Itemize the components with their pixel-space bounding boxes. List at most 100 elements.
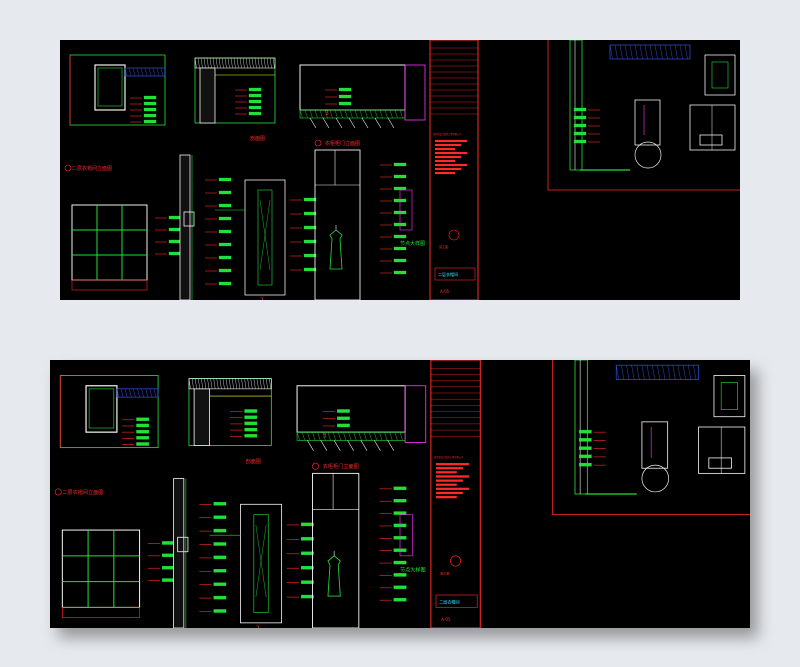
- hanger-line: [373, 440, 381, 451]
- hatch-line: [251, 57, 254, 69]
- hatch-line: [688, 365, 692, 380]
- hanger-line: [309, 117, 317, 129]
- annotation-tag: [393, 560, 407, 565]
- cabinet-elevation: [61, 529, 141, 608]
- annotation-tag: [143, 95, 157, 100]
- hatch-line: [244, 378, 247, 389]
- detail-callout-circle: [641, 464, 670, 493]
- hatch-line: [248, 57, 251, 69]
- hatch-line: [354, 109, 358, 119]
- hatch-line: [269, 378, 272, 389]
- hatch-line: [659, 44, 663, 60]
- hanger-line: [361, 117, 369, 129]
- note-text-line: [434, 139, 468, 143]
- hatch-line: [317, 432, 321, 441]
- hatch-line: [368, 432, 372, 441]
- hatch-line: [334, 109, 338, 119]
- hatch-line: [672, 365, 676, 380]
- hatch-line: [307, 432, 311, 441]
- detail-number: 2: [256, 625, 260, 628]
- hatch-line: [358, 432, 362, 441]
- annotation-tag: [573, 107, 587, 112]
- annotation-tag: [143, 107, 157, 112]
- hatch-line: [302, 432, 305, 441]
- hatch-line: [228, 378, 231, 389]
- annotation-tag: [136, 429, 149, 434]
- annotation-tag: [393, 585, 407, 589]
- annotation-tag: [248, 99, 262, 104]
- hatch-line: [156, 67, 160, 77]
- annotation-tag: [244, 421, 258, 426]
- annotation-tag: [213, 595, 227, 600]
- note-text-line: [435, 491, 463, 495]
- hatch-line: [206, 57, 209, 69]
- annotation-tag: [303, 239, 317, 244]
- garment-outline: [329, 229, 343, 270]
- annotation-tag: [303, 211, 317, 216]
- hatch-line: [124, 388, 128, 398]
- annotation-tag: [248, 93, 262, 98]
- wardrobe-elevation: [314, 149, 361, 300]
- drawing-caption: 二层衣帽间立面图: [72, 165, 112, 172]
- window-frame: [94, 64, 126, 111]
- annotation-tag: [168, 251, 182, 256]
- annotation-tag: [301, 594, 314, 599]
- detail-callout-circle: [634, 141, 662, 169]
- window-detail: [704, 54, 736, 96]
- annotation-tag: [244, 427, 258, 432]
- annotation-tag: [136, 442, 149, 446]
- hatch-line: [204, 378, 207, 389]
- hatch-line: [684, 44, 688, 60]
- hatch-line: [230, 57, 233, 69]
- annotation-tag: [578, 438, 592, 442]
- annotation-tag: [573, 131, 587, 136]
- annotation-tag: [578, 429, 592, 434]
- annotation-tag: [573, 123, 587, 128]
- door-panel: [257, 189, 273, 286]
- annotation-tag: [248, 87, 262, 92]
- wall-section: [193, 388, 210, 446]
- hatch-line: [669, 44, 673, 60]
- door-panel: [253, 514, 269, 613]
- hatch-line: [693, 365, 697, 380]
- hatch-line: [152, 67, 156, 77]
- hatch-line: [309, 109, 313, 119]
- note-text-line: [434, 163, 468, 167]
- annotation-tag: [393, 573, 407, 577]
- panel-detail: [634, 99, 661, 146]
- hatch-line: [363, 432, 367, 441]
- note-text-line: [434, 147, 456, 151]
- hatch-line: [141, 388, 144, 398]
- annotation-tag: [578, 462, 592, 467]
- hatch-line: [194, 57, 197, 69]
- bracket: [177, 536, 189, 553]
- annotation-tag: [213, 569, 227, 573]
- side-detail: [399, 189, 413, 231]
- hatch-line: [140, 67, 144, 77]
- hanger-line: [335, 117, 343, 129]
- hatch-line: [188, 378, 191, 389]
- hatch-line: [348, 432, 352, 441]
- annotation-tag: [393, 258, 407, 263]
- annotation-tag: [338, 94, 352, 99]
- detail-number: 2: [260, 297, 264, 300]
- window-pane: [97, 67, 123, 107]
- hatch-line: [314, 109, 318, 119]
- hatch-line: [207, 378, 210, 389]
- hatch-line: [242, 57, 245, 69]
- hatch-line: [212, 57, 215, 69]
- hatch-band: [116, 388, 159, 398]
- annotation-tag: [213, 609, 227, 613]
- annotation-tag: [162, 578, 175, 582]
- hatch-line: [626, 365, 630, 380]
- annotation-tag: [393, 246, 407, 251]
- annotation-tag: [218, 190, 232, 195]
- hatch-line: [233, 57, 236, 69]
- hatch-line: [634, 44, 638, 60]
- hatch-line: [654, 44, 658, 60]
- annotation-tag: [301, 551, 314, 555]
- hatch-line: [224, 57, 227, 69]
- hatch-line: [148, 67, 152, 77]
- hatch-line: [129, 388, 132, 398]
- hatch-line: [344, 109, 348, 119]
